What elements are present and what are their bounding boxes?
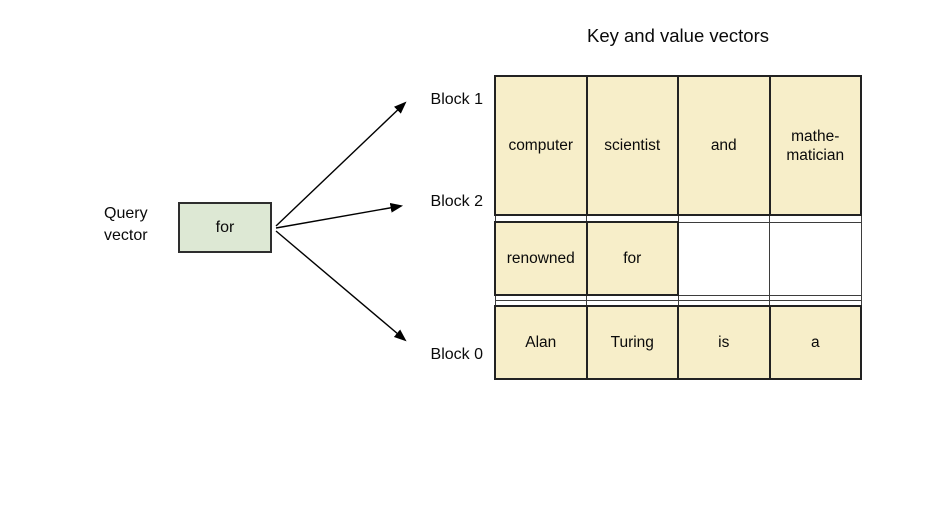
key-value-cell-empty <box>677 221 770 296</box>
arrow-to-block-0-icon <box>275 230 407 342</box>
key-value-cell-empty <box>769 214 862 223</box>
key-value-cell-filled: Turing <box>585 304 679 381</box>
key-value-cell-filled: is <box>677 304 771 381</box>
arrow-to-block-1-icon <box>275 101 407 227</box>
key-value-cell-filled: and <box>677 74 771 217</box>
key-value-cell-empty <box>494 214 587 223</box>
query-vector-value: for <box>215 218 235 236</box>
block-1-label: Block 1 <box>430 91 483 108</box>
arrow-to-block-2-icon <box>275 202 404 229</box>
query-vector-label: Query vector <box>104 205 148 244</box>
key-value-cell-filled: scientist <box>585 74 679 217</box>
key-value-cell-filled: Alan <box>494 304 588 381</box>
table-row <box>494 300 862 307</box>
block-2-label: Block 2 <box>430 193 483 210</box>
table-row <box>494 214 862 223</box>
key-value-cell-filled: for <box>585 221 679 297</box>
key-value-cell-filled: computer <box>494 74 588 217</box>
diagram-title: Key and value vectors <box>586 25 770 46</box>
block-0-label: Block 0 <box>430 346 483 363</box>
key-value-cell-empty <box>677 214 770 223</box>
key-value-cell-filled: a <box>768 304 862 381</box>
query-vector-box: for <box>178 202 272 253</box>
key-value-cell-filled: mathe- matician <box>768 74 862 217</box>
key-value-cell-empty <box>586 214 679 223</box>
key-value-cell-empty <box>769 221 862 296</box>
key-value-cell-filled: renowned <box>494 221 588 297</box>
